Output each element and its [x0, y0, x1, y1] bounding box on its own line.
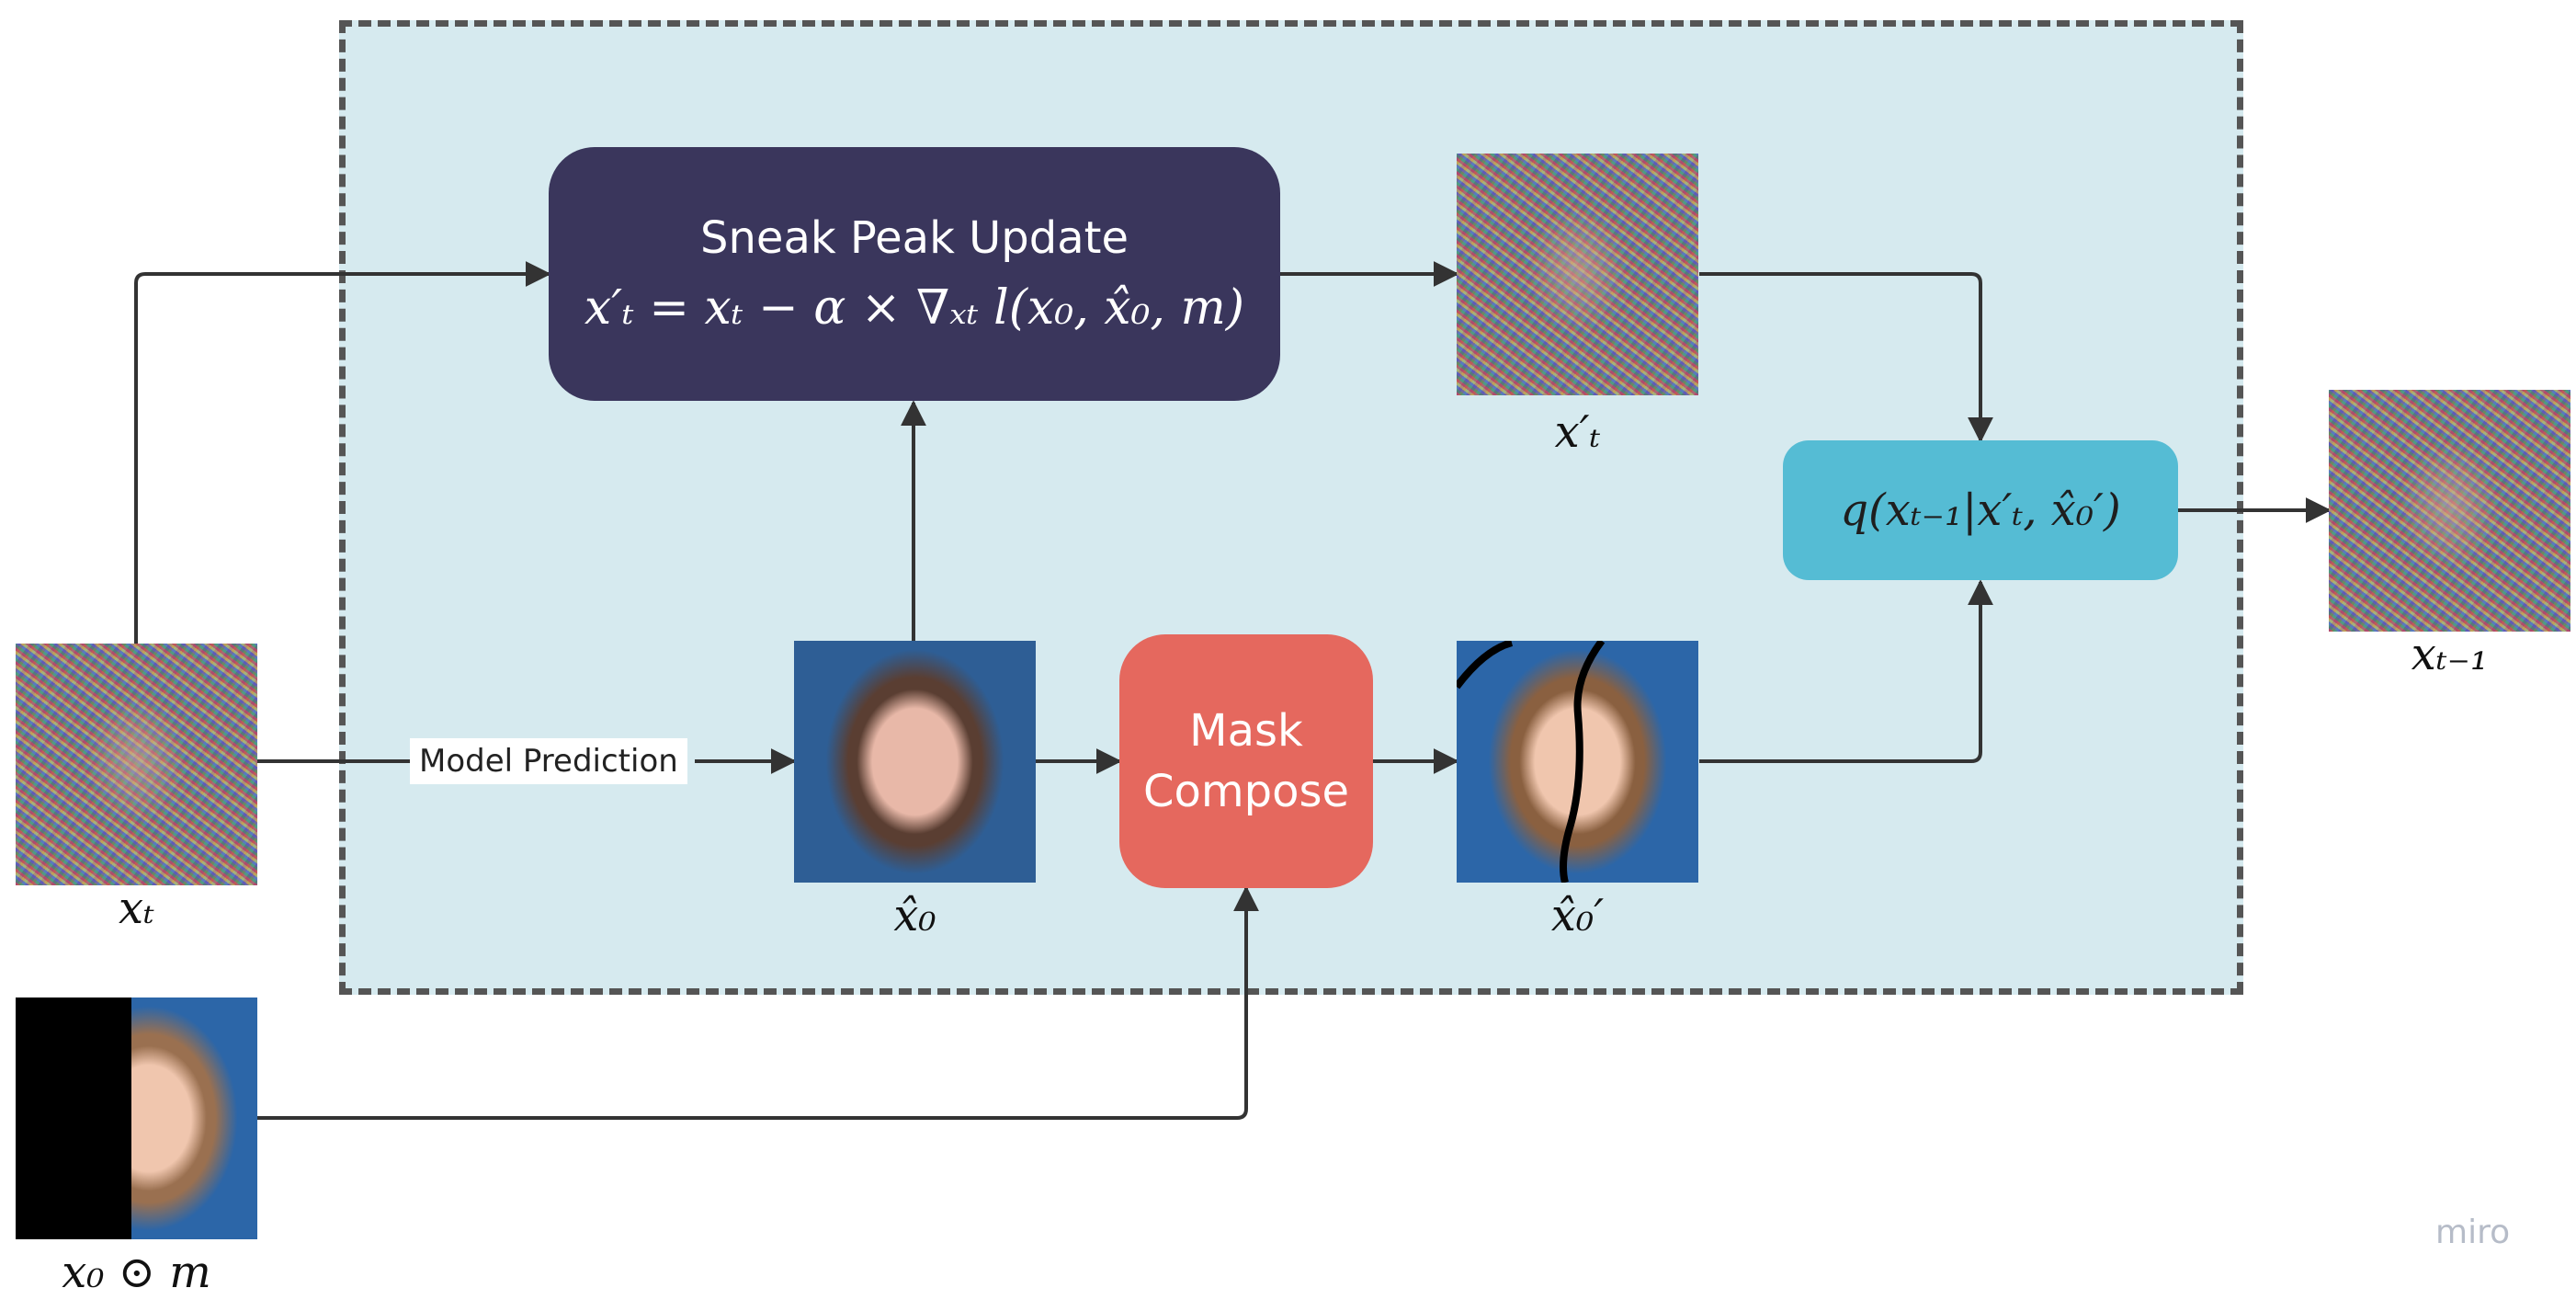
model-prediction-label: Model Prediction	[410, 738, 687, 784]
arrow-xtprime-to-posterior	[1699, 272, 1993, 443]
updated-image-xtprime	[1457, 154, 1698, 395]
posterior-box: q(xₜ₋₁|x′ₜ, x̂₀′)	[1783, 440, 2178, 580]
sneak-peak-title: Sneak Peak Update	[700, 212, 1129, 264]
sneak-peak-equation: x′ₜ = xₜ − α × ∇ₓₜ l(x₀, x̂₀, m)	[584, 280, 1245, 336]
arrow-x0hatprime-to-posterior	[1699, 579, 1993, 763]
label-xtprime: x′ₜ	[1554, 406, 1601, 458]
sneak-peak-update-box: Sneak Peak Update x′ₜ = xₜ − α × ∇ₓₜ l(x…	[549, 147, 1280, 401]
mask-compose-line1: Mask	[1189, 705, 1303, 757]
label-x0hatprime: x̂₀′	[1550, 890, 1605, 941]
mask-compose-line2: Compose	[1142, 766, 1349, 817]
label-xt: xₜ	[119, 883, 154, 934]
label-x0hat: x̂₀	[893, 890, 936, 941]
masked-input-image	[16, 998, 257, 1239]
predicted-image-x0hat	[794, 641, 1036, 883]
posterior-equation: q(xₜ₋₁|x′ₜ, x̂₀′)	[1840, 484, 2121, 536]
noisy-image-xt	[16, 644, 257, 885]
label-x0-masked: x₀ ⊙ m	[62, 1247, 211, 1298]
miro-watermark: miro	[2435, 1214, 2511, 1251]
label-xtminus1: xₜ₋₁	[2411, 629, 2489, 680]
arrow-masked-image-to-mask-compose	[257, 885, 1259, 1120]
mask-boundary-lines	[1457, 641, 1606, 883]
mask-compose-box: Mask Compose	[1119, 634, 1373, 888]
arrow-xt-to-sneak-peak	[134, 261, 551, 644]
composed-image-x0hatprime	[1457, 641, 1698, 883]
output-image-xtminus1	[2329, 390, 2570, 632]
